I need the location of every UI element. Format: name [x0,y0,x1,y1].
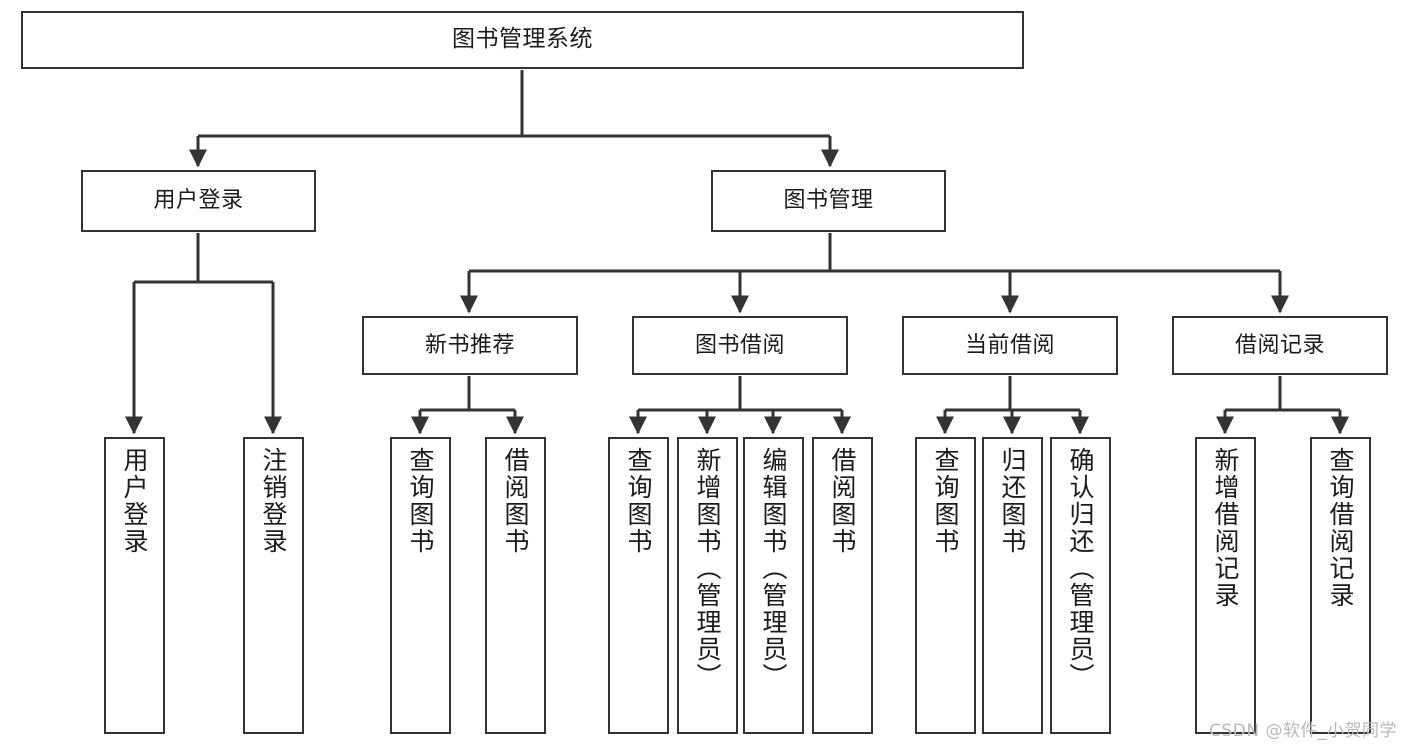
leaf-confirm-return[interactable]: 确认归还（管理员） [1050,437,1111,734]
node-book-borrow-label: 图书借阅 [694,332,785,358]
leaf-add-book[interactable]: 新增图书（管理员） [677,437,738,734]
leaf-user-login-label: 用户登录 [120,447,149,555]
node-borrow-record-label: 借阅记录 [1234,332,1325,358]
leaf-user-logout-label: 注销登录 [259,447,288,555]
node-current-borrow[interactable]: 当前借阅 [902,316,1118,375]
csdn-watermark: CSDN @软件_小贺同学 [1209,721,1397,741]
leaf-query-book-3[interactable]: 查询图书 [915,437,976,734]
node-user-login-label: 用户登录 [153,188,244,214]
node-new-book-recommend[interactable]: 新书推荐 [362,316,578,375]
leaf-borrow-book-1[interactable]: 借阅图书 [485,437,546,734]
leaf-borrow-book-2[interactable]: 借阅图书 [812,437,873,734]
node-new-book-recommend-label: 新书推荐 [424,332,515,358]
leaf-query-record[interactable]: 查询借阅记录 [1310,437,1371,734]
leaf-return-book[interactable]: 归还图书 [982,437,1043,734]
leaf-query-book-1[interactable]: 查询图书 [390,437,451,734]
node-book-manage[interactable]: 图书管理 [711,170,946,232]
node-current-borrow-label: 当前借阅 [964,332,1055,358]
leaf-add-book-label: 新增图书（管理员） [693,447,722,690]
node-book-manage-label: 图书管理 [783,188,874,214]
leaf-query-record-label: 查询借阅记录 [1326,447,1355,609]
leaf-query-book-1-label: 查询图书 [406,447,435,555]
leaf-add-record-label: 新增借阅记录 [1211,447,1240,609]
leaf-query-book-3-label: 查询图书 [931,447,960,555]
node-root[interactable]: 图书管理系统 [21,11,1024,69]
leaf-add-record[interactable]: 新增借阅记录 [1195,437,1256,734]
leaf-edit-book[interactable]: 编辑图书（管理员） [743,437,804,734]
leaf-user-login[interactable]: 用户登录 [104,437,165,734]
leaf-user-logout[interactable]: 注销登录 [243,437,304,734]
node-borrow-record[interactable]: 借阅记录 [1172,316,1388,375]
leaf-edit-book-label: 编辑图书（管理员） [759,447,788,690]
leaf-borrow-book-2-label: 借阅图书 [828,447,857,555]
leaf-query-book-2-label: 查询图书 [624,447,653,555]
leaf-query-book-2[interactable]: 查询图书 [608,437,669,734]
leaf-confirm-return-label: 确认归还（管理员） [1066,447,1095,690]
leaf-borrow-book-1-label: 借阅图书 [501,447,530,555]
node-user-login[interactable]: 用户登录 [81,170,316,232]
node-root-label: 图书管理系统 [452,26,593,53]
node-book-borrow[interactable]: 图书借阅 [632,316,848,375]
leaf-return-book-label: 归还图书 [998,447,1027,555]
